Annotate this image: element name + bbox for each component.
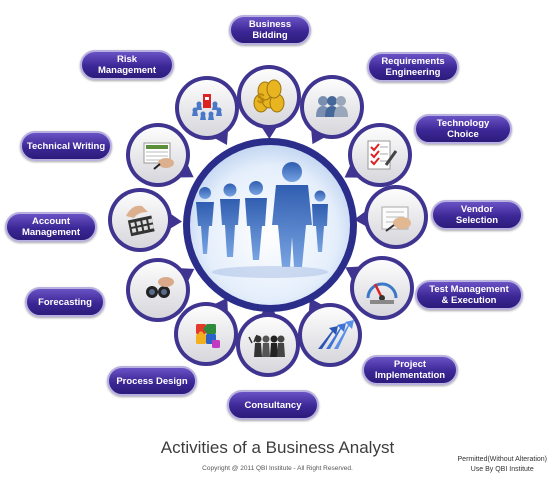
checklist-icon: [367, 140, 398, 170]
consulting-people-icon: [248, 334, 285, 357]
activity-label: Project Implementation: [362, 355, 458, 385]
activity-node: [345, 256, 414, 320]
activity-label: Technology Choice: [414, 114, 512, 144]
activity-label: Forecasting: [25, 287, 105, 317]
writing-document-icon: [143, 142, 174, 170]
permission-notice: Permitted(Without Alteration) Use By QBI…: [457, 456, 547, 473]
signing-document-icon: [381, 206, 411, 232]
activity-label: Consultancy: [227, 390, 319, 420]
node-disc: [130, 262, 186, 318]
activity-node: [126, 123, 194, 187]
copyright-notice: Copyright @ 2011 QBI Institute - All Rig…: [202, 465, 353, 472]
activity-node: [298, 298, 362, 367]
activity-label: Test Management & Execution: [415, 280, 523, 310]
risk-chess-icon: [192, 94, 222, 120]
activity-node: [108, 188, 182, 252]
center-shadow: [212, 266, 328, 278]
calculator-icon: [126, 205, 155, 237]
activity-label: Account Management: [5, 212, 97, 242]
rising-arrows-icon: [318, 320, 354, 349]
node-disc: [354, 260, 410, 316]
diagram-title: Activities of a Business Analyst: [160, 438, 395, 457]
activity-label: Risk Management: [80, 50, 174, 80]
activity-node: [175, 76, 239, 145]
center-hub: [183, 138, 357, 312]
puzzle-pieces-icon: [196, 324, 220, 348]
activity-node: [354, 185, 428, 249]
activity-node: [236, 303, 300, 377]
user-group-icon: [316, 96, 348, 117]
binoculars-icon: [146, 277, 174, 298]
activity-label: Vendor Selection: [431, 200, 523, 230]
activity-node: [344, 123, 412, 187]
activity-node: [174, 297, 238, 366]
business-people-icon: [196, 162, 328, 267]
activity-label: Business Bidding: [229, 15, 311, 45]
svg-text:$: $: [257, 90, 265, 106]
activity-label: Requirements Engineering: [367, 52, 459, 82]
activity-label: Technical Writing: [20, 131, 112, 161]
gold-coins-icon: $: [253, 79, 285, 113]
activity-node: $: [237, 65, 301, 139]
activity-node: [126, 258, 195, 322]
activity-node: [300, 75, 364, 145]
test-gauge-icon: [366, 282, 398, 304]
activity-label: Process Design: [107, 366, 197, 396]
node-disc: [178, 306, 234, 362]
